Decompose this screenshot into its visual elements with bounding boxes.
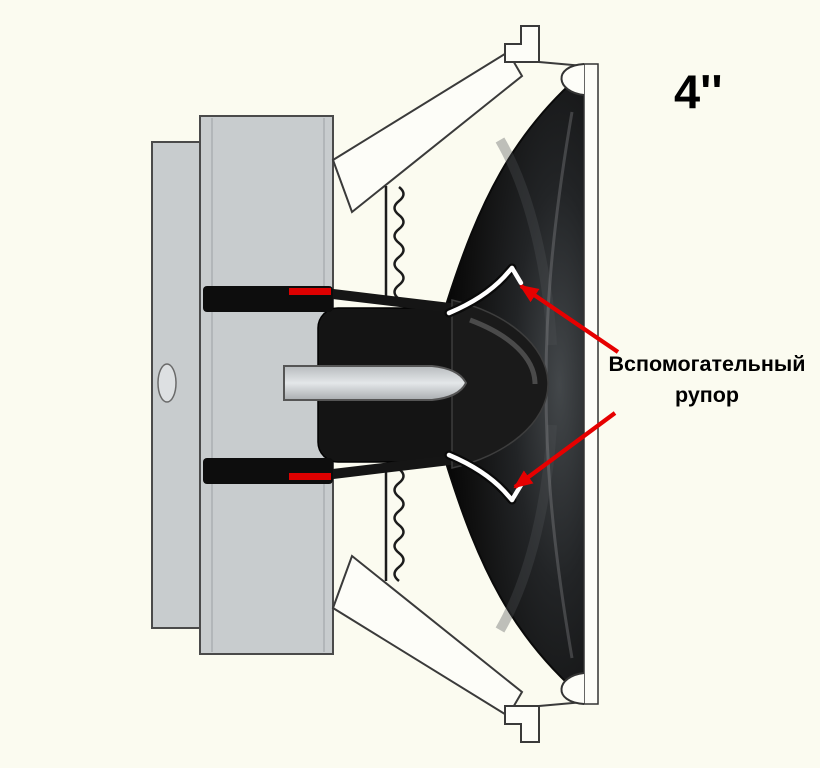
voice-coil-lower [289, 473, 331, 480]
basket-frame [331, 25, 585, 743]
front-flange [560, 63, 599, 705]
cone-highlight [495, 137, 557, 346]
magnet-assembly [151, 115, 334, 655]
auxiliary-horn-lower [446, 452, 515, 503]
basket-arm-top [331, 50, 524, 214]
spider-zigzag-top [393, 186, 405, 300]
auxiliary-horn [444, 263, 524, 505]
surround-top [560, 63, 585, 96]
voice-coil-assembly [203, 286, 333, 484]
terminal-stud [157, 363, 177, 403]
auxiliary-horn-upper-lip [509, 265, 524, 286]
auxiliary-horn-upper [446, 265, 515, 316]
mounting-tab-bottom [504, 705, 540, 743]
voice-coil-upper [289, 288, 331, 295]
basket-arm-bottom [331, 554, 524, 718]
bottom-plate [203, 458, 333, 484]
spider-suspension [384, 186, 405, 582]
annotation-arrow-lower [513, 411, 617, 489]
gasket-strip [583, 63, 599, 705]
size-label: 4'' [674, 65, 723, 118]
mounting-tab-top [504, 25, 540, 63]
annotation-arrows [513, 284, 620, 489]
spider-zigzag-bottom [393, 468, 405, 582]
former-bottom [328, 455, 455, 479]
dust-cap-highlight [469, 317, 538, 385]
pole-piece [283, 365, 468, 401]
dust-cap [451, 299, 549, 469]
former-top [328, 289, 455, 313]
motor-center [283, 289, 549, 479]
annotation-label-line2: рупор [675, 383, 739, 407]
cone-highlight [495, 424, 557, 633]
annotation-label-line1: Вспомогательный [609, 352, 806, 376]
surround-bottom [560, 672, 585, 705]
annotation-arrow-upper [519, 284, 620, 354]
